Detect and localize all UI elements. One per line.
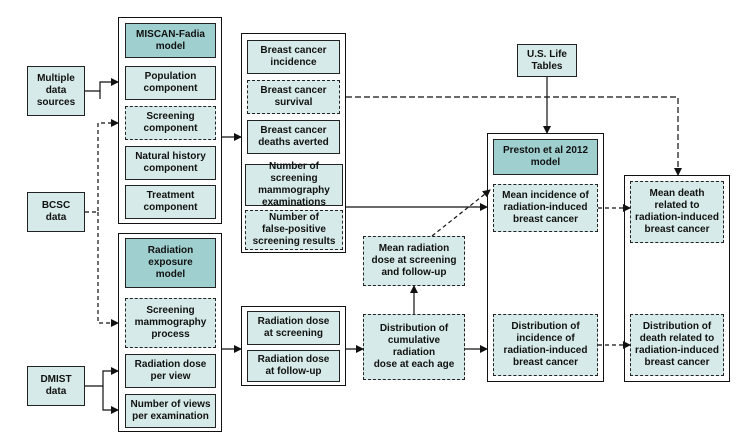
distribution-death-box: Distribution of death related to radiati… xyxy=(630,314,724,376)
preston-2012-model-box: Preston et al 2012 model xyxy=(493,139,598,175)
breast-cancer-incidence-box: Breast cancer incidence xyxy=(247,40,340,74)
treatment-component-box: Treatment component xyxy=(125,185,216,219)
arrow-dmist-to-views xyxy=(102,386,119,414)
arrow-bcsc-to-process xyxy=(97,212,119,327)
mean-death-box: Mean death related to radiation-induced … xyxy=(630,181,724,243)
natural-history-component-box: Natural history component xyxy=(125,146,216,180)
radiation-dose-at-screening-box: Radiation dose at screening xyxy=(247,311,340,345)
dmist-data-box: DMIST data xyxy=(27,366,85,406)
screening-component-box: Screening component xyxy=(125,106,216,140)
views-per-examination-box: Number of views per examination xyxy=(125,394,216,428)
miscan-fadia-model-box: MISCAN-Fadia model xyxy=(125,23,216,58)
arrow-bcsc-dashed xyxy=(85,119,119,213)
mean-radiation-dose-box: Mean radiation dose at screening and fol… xyxy=(363,236,465,286)
breast-cancer-survival-box: Breast cancer survival xyxy=(247,80,340,114)
radiation-dose-per-view-box: Radiation dose per view xyxy=(125,354,216,388)
screening-mammography-process-box: Screening mammography process xyxy=(125,298,216,348)
multiple-data-sources-box: Multiple data sources xyxy=(27,66,85,116)
mean-incidence-box: Mean incidence of radiation-induced brea… xyxy=(493,184,598,232)
us-life-tables-box: U.S. Life Tables xyxy=(517,44,577,77)
false-positive-results-box: Number of false-positive screening resul… xyxy=(245,210,343,250)
number-of-screening-exams-box: Number of screening mammography examinat… xyxy=(245,161,343,208)
distribution-cumulative-dose-box: Distribution of cumulative radiation dos… xyxy=(363,314,465,380)
arrow-mean-dose-to-incidence xyxy=(431,189,491,237)
arrow-sources-to-miscan xyxy=(85,78,119,92)
distribution-incidence-box: Distribution of incidence of radiation-i… xyxy=(493,314,598,376)
radiation-dose-at-followup-box: Radiation dose at follow-up xyxy=(247,350,340,382)
breast-cancer-deaths-averted-box: Breast cancer deaths averted xyxy=(247,120,340,154)
bcsc-data-box: BCSC data xyxy=(27,192,85,232)
arrow-dmist-to-dose xyxy=(85,367,119,387)
population-component-box: Population component xyxy=(125,66,216,100)
radiation-exposure-model-box: Radiation exposure model xyxy=(125,238,216,288)
